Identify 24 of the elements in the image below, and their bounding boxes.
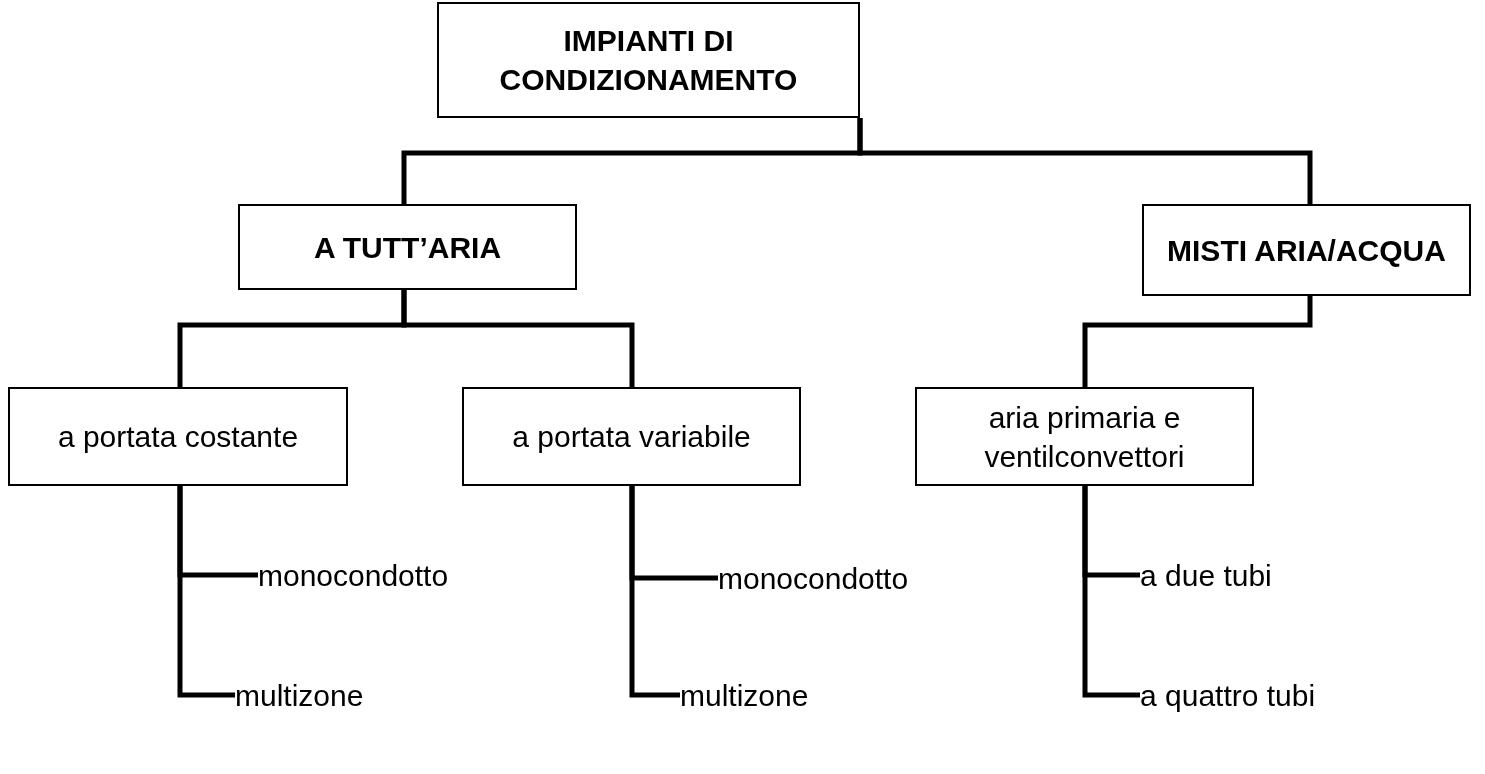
box-label: aria primaria e ventilconvettori	[983, 399, 1186, 475]
box-label: IMPIANTI DI CONDIZIONAMENTO	[498, 23, 799, 98]
connector-line	[401, 290, 635, 387]
leaf-label: multizone	[680, 675, 840, 715]
connector-line	[177, 486, 235, 698]
connector-line	[629, 486, 680, 698]
leaf-label: monocondotto	[258, 555, 458, 595]
leaf-label: a due tubi	[1140, 555, 1310, 595]
connector-line	[1082, 296, 1313, 387]
category-box	[238, 204, 577, 290]
category-box	[8, 387, 348, 486]
box-label: a portata variabile	[512, 419, 751, 455]
category-box	[1142, 204, 1471, 296]
box-label: a portata costante	[57, 419, 299, 455]
box-label: MISTI ARIA/ACQUA	[1167, 232, 1446, 269]
connector-line	[857, 118, 1313, 204]
connector-line	[1082, 486, 1140, 698]
leaf-label: multizone	[235, 675, 395, 715]
box-label: A TUTT’ARIA	[313, 229, 502, 266]
leaf-label: monocondotto	[718, 558, 958, 598]
category-box	[462, 387, 801, 486]
category-box	[437, 2, 860, 118]
leaf-label: a quattro tubi	[1140, 675, 1370, 715]
category-box	[915, 387, 1254, 486]
